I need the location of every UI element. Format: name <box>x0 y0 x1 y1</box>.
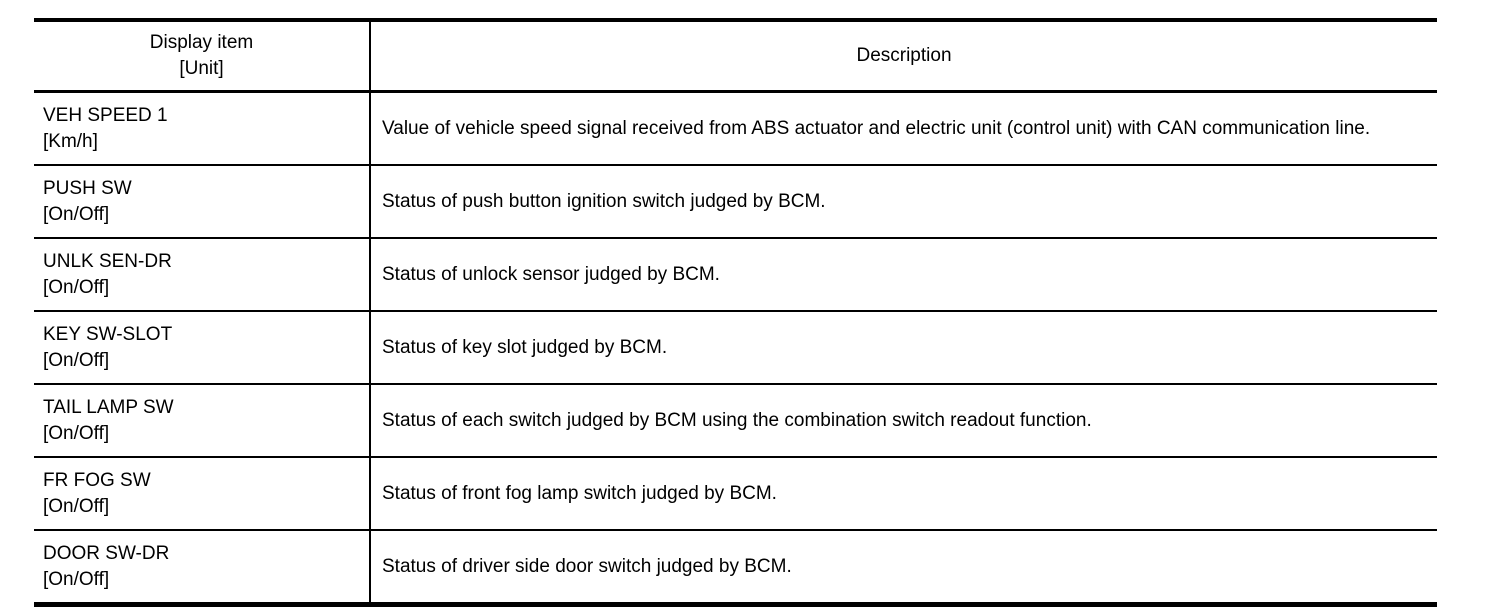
description-cell: Value of vehicle speed signal received f… <box>370 91 1437 166</box>
display-item-table: Display item [Unit] Description VEH SPEE… <box>34 18 1437 607</box>
header-description-cell: Description <box>370 20 1437 93</box>
display-item-unit: [Km/h] <box>43 130 98 152</box>
table-header-row: Display item [Unit] Description <box>34 20 1437 93</box>
table-row: FR FOG SW [On/Off] Status of front fog l… <box>34 457 1437 531</box>
display-item-cell: KEY SW-SLOT [On/Off] <box>34 311 371 385</box>
display-item-name: FR FOG SW <box>43 469 151 491</box>
description-text: Status of unlock sensor judged by BCM. <box>382 263 720 285</box>
display-item-unit: [On/Off] <box>43 568 110 590</box>
display-item-name: TAIL LAMP SW <box>43 396 174 418</box>
description-text: Status of push button ignition switch ju… <box>382 190 826 212</box>
display-item-name: UNLK SEN-DR <box>43 250 172 272</box>
table-row: TAIL LAMP SW [On/Off] Status of each swi… <box>34 384 1437 458</box>
table-row: VEH SPEED 1 [Km/h] Value of vehicle spee… <box>34 91 1437 166</box>
table-row: KEY SW-SLOT [On/Off] Status of key slot … <box>34 311 1437 385</box>
table-body: VEH SPEED 1 [Km/h] Value of vehicle spee… <box>34 91 1437 606</box>
display-item-cell: DOOR SW-DR [On/Off] <box>34 530 371 606</box>
table-row: PUSH SW [On/Off] Status of push button i… <box>34 165 1437 239</box>
display-item-name: DOOR SW-DR <box>43 542 170 564</box>
display-item-cell: PUSH SW [On/Off] <box>34 165 371 239</box>
header-display-item-label: Display item <box>149 32 254 53</box>
table-row: DOOR SW-DR [On/Off] Status of driver sid… <box>34 530 1437 606</box>
description-text: Status of front fog lamp switch judged b… <box>382 482 777 504</box>
display-item-unit: [On/Off] <box>43 349 110 371</box>
description-cell: Status of front fog lamp switch judged b… <box>370 457 1437 531</box>
header-unit-label: [Unit] <box>179 58 224 79</box>
description-text: Status of each switch judged by BCM usin… <box>382 409 1092 431</box>
description-cell: Status of each switch judged by BCM usin… <box>370 384 1437 458</box>
display-item-name: VEH SPEED 1 <box>43 104 168 126</box>
description-cell: Status of unlock sensor judged by BCM. <box>370 238 1437 312</box>
display-item-unit: [On/Off] <box>43 203 110 225</box>
display-item-cell: UNLK SEN-DR [On/Off] <box>34 238 371 312</box>
description-text: Status of key slot judged by BCM. <box>382 336 668 358</box>
description-cell: Status of key slot judged by BCM. <box>370 311 1437 385</box>
display-item-unit: [On/Off] <box>43 495 110 517</box>
display-item-unit: [On/Off] <box>43 276 110 298</box>
description-text: Value of vehicle speed signal received f… <box>382 117 1371 139</box>
display-item-unit: [On/Off] <box>43 422 110 444</box>
display-item-name: PUSH SW <box>43 177 132 199</box>
display-item-cell: FR FOG SW [On/Off] <box>34 457 371 531</box>
description-cell: Status of push button ignition switch ju… <box>370 165 1437 239</box>
description-text: Status of driver side door switch judged… <box>382 555 792 577</box>
display-item-name: KEY SW-SLOT <box>43 323 173 345</box>
table-row: UNLK SEN-DR [On/Off] Status of unlock se… <box>34 238 1437 312</box>
display-item-cell: TAIL LAMP SW [On/Off] <box>34 384 371 458</box>
display-item-cell: VEH SPEED 1 [Km/h] <box>34 91 371 166</box>
description-cell: Status of driver side door switch judged… <box>370 530 1437 606</box>
header-display-item-cell: Display item [Unit] <box>34 20 371 93</box>
